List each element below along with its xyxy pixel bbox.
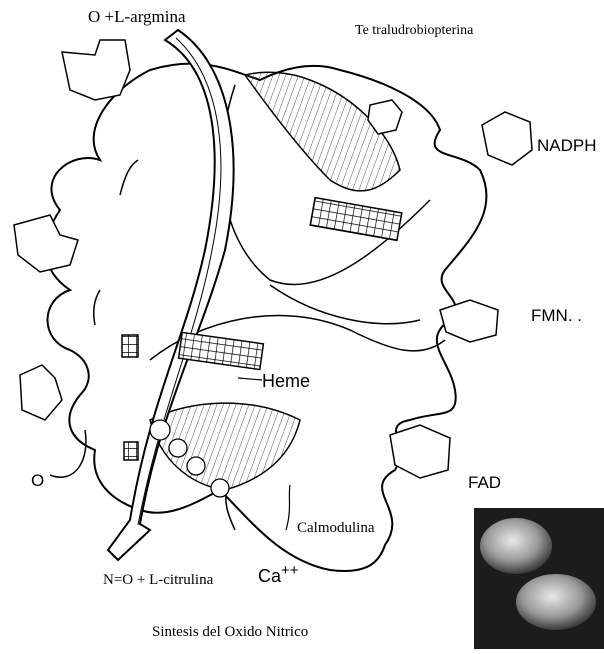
heme-block-tiny <box>124 442 138 460</box>
loop-arrow-1 <box>120 160 138 195</box>
label-oxygen: O <box>31 472 44 489</box>
cofactor-shape-lower-left <box>20 365 62 420</box>
figure-caption: Sintesis del Oxido Nitrico <box>152 625 308 640</box>
label-heme: Heme <box>262 372 310 390</box>
heme-block-small <box>122 335 138 357</box>
enzyme-outline <box>46 64 486 571</box>
oxygen-arrow <box>50 430 86 477</box>
label-calcium-symbol: Ca <box>258 566 281 586</box>
label-fmn: FMN. . <box>531 307 582 324</box>
inner-linker-lower <box>270 285 420 324</box>
label-calmodulin: Calmodulina <box>297 521 375 536</box>
cofactor-shape-top-left <box>62 40 130 100</box>
cofactor-shape-mid-left <box>14 215 78 272</box>
fad-shape <box>390 425 450 478</box>
label-products: N=O + L-citrulina <box>103 573 213 588</box>
label-l-arginine: O +L-argmina <box>88 8 186 25</box>
cell-micrograph-blob <box>480 518 552 574</box>
heme-block-lower <box>179 332 264 369</box>
label-calcium: Ca++ <box>258 563 299 585</box>
cell-micrograph-blob <box>516 574 596 630</box>
calmodulin-pointer <box>286 485 290 530</box>
label-nadph: NADPH <box>537 137 597 154</box>
calcium-ion <box>169 439 187 457</box>
heme-pointer <box>238 378 262 380</box>
fmn-shape <box>440 300 498 342</box>
loop-arrow-2 <box>94 290 100 325</box>
calcium-ion <box>211 479 229 497</box>
calcium-ion <box>187 457 205 475</box>
label-calcium-charge: ++ <box>281 562 299 579</box>
heme-block-upper <box>310 198 402 241</box>
nadph-shape <box>482 112 532 165</box>
calcium-ion <box>150 420 170 440</box>
label-fad: FAD <box>468 474 501 491</box>
label-tetrahydrobiopterin: Te traludrobiopterina <box>355 24 473 38</box>
